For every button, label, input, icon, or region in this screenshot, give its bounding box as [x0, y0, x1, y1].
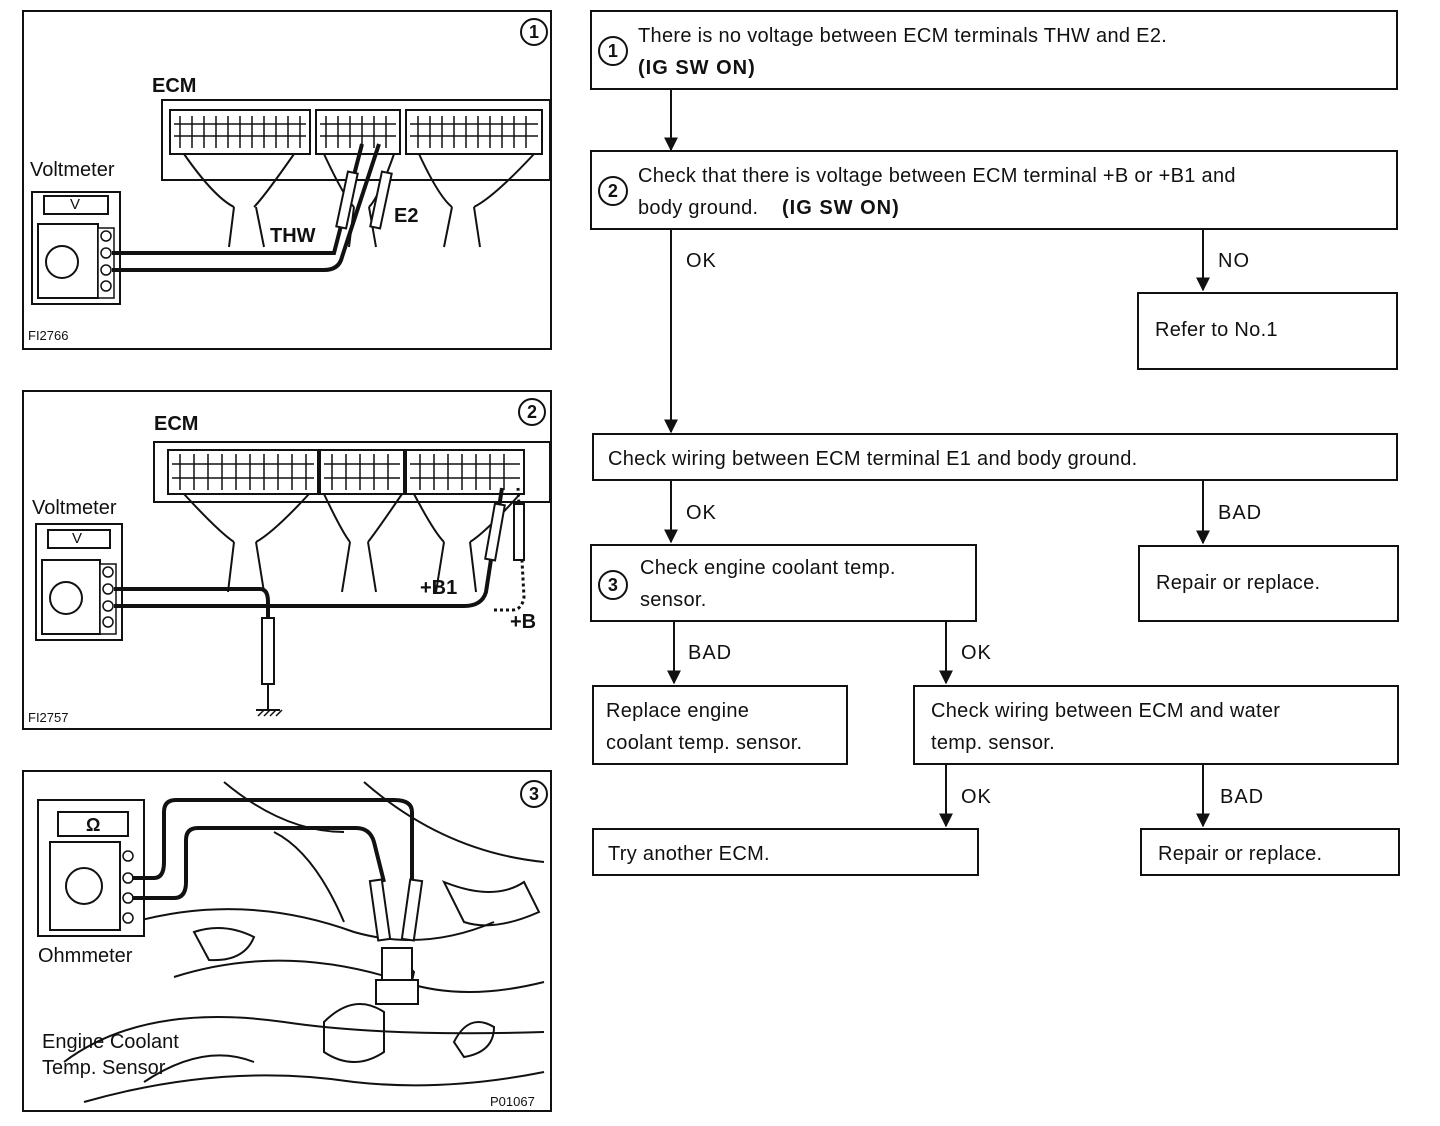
probe-label-thw: THW — [270, 225, 316, 247]
ohm-symbol: Ω — [86, 815, 101, 835]
figure-panel-2: 2 ECM Voltmeter V +B1 +B FI2757 — [22, 390, 552, 730]
probe-label-b: +B — [510, 611, 537, 633]
replace-sensor-box: Replace engine coolant temp. sensor. — [592, 685, 848, 765]
step1-box: 1 There is no voltage between ECM termin… — [590, 10, 1398, 90]
voltmeter-scale: V — [72, 530, 83, 547]
try-ecm-box: Try another ECM. — [592, 828, 979, 876]
replace-sensor-text-line2: coolant temp. sensor. — [606, 732, 803, 754]
ecm-voltmeter-illustration-2 — [35, 441, 550, 717]
check-e1-box: Check wiring between ECM terminal E1 and… — [592, 433, 1398, 481]
branch-label-ok: OK — [686, 250, 717, 272]
refer-box: Refer to No.1 — [1137, 292, 1398, 370]
step1-text: There is no voltage between ECM terminal… — [638, 25, 1168, 47]
ohmmeter-sensor-illustration — [37, 781, 545, 1103]
repair-text-1: Repair or replace. — [1156, 572, 1321, 594]
branch-label-bad: BAD — [1218, 502, 1263, 524]
step2-text: Check that there is voltage between ECM … — [638, 165, 1236, 187]
panel-number-2: 2 — [518, 398, 546, 426]
replace-sensor-text: Replace engine — [606, 700, 750, 722]
branch-label-bad: BAD — [1220, 786, 1265, 808]
ecm-label: ECM — [152, 75, 197, 97]
figure-panel-1: 1 ECM Voltmeter V THW E2 FI2766 — [22, 10, 552, 350]
check-wiring-box: Check wiring between ECM and water temp.… — [913, 685, 1399, 765]
step1-condition: (IG SW ON) — [638, 57, 756, 79]
step1-number: 1 — [598, 36, 628, 66]
step3-text-line2: sensor. — [640, 589, 707, 611]
ecm-label: ECM — [154, 413, 199, 435]
try-ecm-text: Try another ECM. — [608, 843, 770, 865]
probe-label-b1: +B1 — [420, 577, 458, 599]
check-wiring-text-line2: temp. sensor. — [931, 732, 1055, 754]
probe-label-e2: E2 — [394, 205, 419, 227]
step3-text: Check engine coolant temp. — [640, 557, 896, 579]
voltmeter-scale: V — [70, 196, 81, 213]
ecm-voltmeter-illustration-1 — [31, 99, 550, 305]
step3-number: 3 — [598, 570, 628, 600]
repair-box-2: Repair or replace. — [1140, 828, 1400, 876]
figure-code-3: P01067 — [490, 1094, 535, 1109]
branch-label-ok: OK — [686, 502, 717, 524]
voltmeter-label: Voltmeter — [32, 497, 117, 519]
repair-text-2: Repair or replace. — [1158, 843, 1323, 865]
panel-number-3: 3 — [520, 780, 548, 808]
repair-box-1: Repair or replace. — [1138, 545, 1399, 622]
step2-number: 2 — [598, 176, 628, 206]
figure-code-1: FI2766 — [28, 328, 69, 343]
branch-label-no: NO — [1218, 250, 1250, 272]
branch-label-ok: OK — [961, 642, 992, 664]
sensor-label-line1: Engine Coolant — [42, 1031, 179, 1053]
figure-panel-3: 3 Ω Ohmmeter Engine Coolant Temp. Sensor… — [22, 770, 552, 1112]
check-wiring-text: Check wiring between ECM and water — [931, 700, 1281, 722]
check-e1-text: Check wiring between ECM terminal E1 and… — [608, 448, 1138, 470]
sensor-label-line2: Temp. Sensor — [42, 1057, 166, 1079]
refer-text: Refer to No.1 — [1155, 319, 1278, 341]
ohmmeter-label: Ohmmeter — [38, 945, 133, 967]
step3-box: 3 Check engine coolant temp. sensor. — [590, 544, 977, 622]
step2-condition: (IG SW ON) — [782, 197, 900, 219]
voltmeter-label: Voltmeter — [30, 159, 115, 181]
branch-label-ok: OK — [961, 786, 992, 808]
figure-code-2: FI2757 — [28, 710, 69, 725]
branch-label-bad: BAD — [688, 642, 733, 664]
step2-box: 2 Check that there is voltage between EC… — [590, 150, 1398, 230]
panel-number-1: 1 — [520, 18, 548, 46]
step2-text-line2: body ground. — [638, 197, 759, 219]
